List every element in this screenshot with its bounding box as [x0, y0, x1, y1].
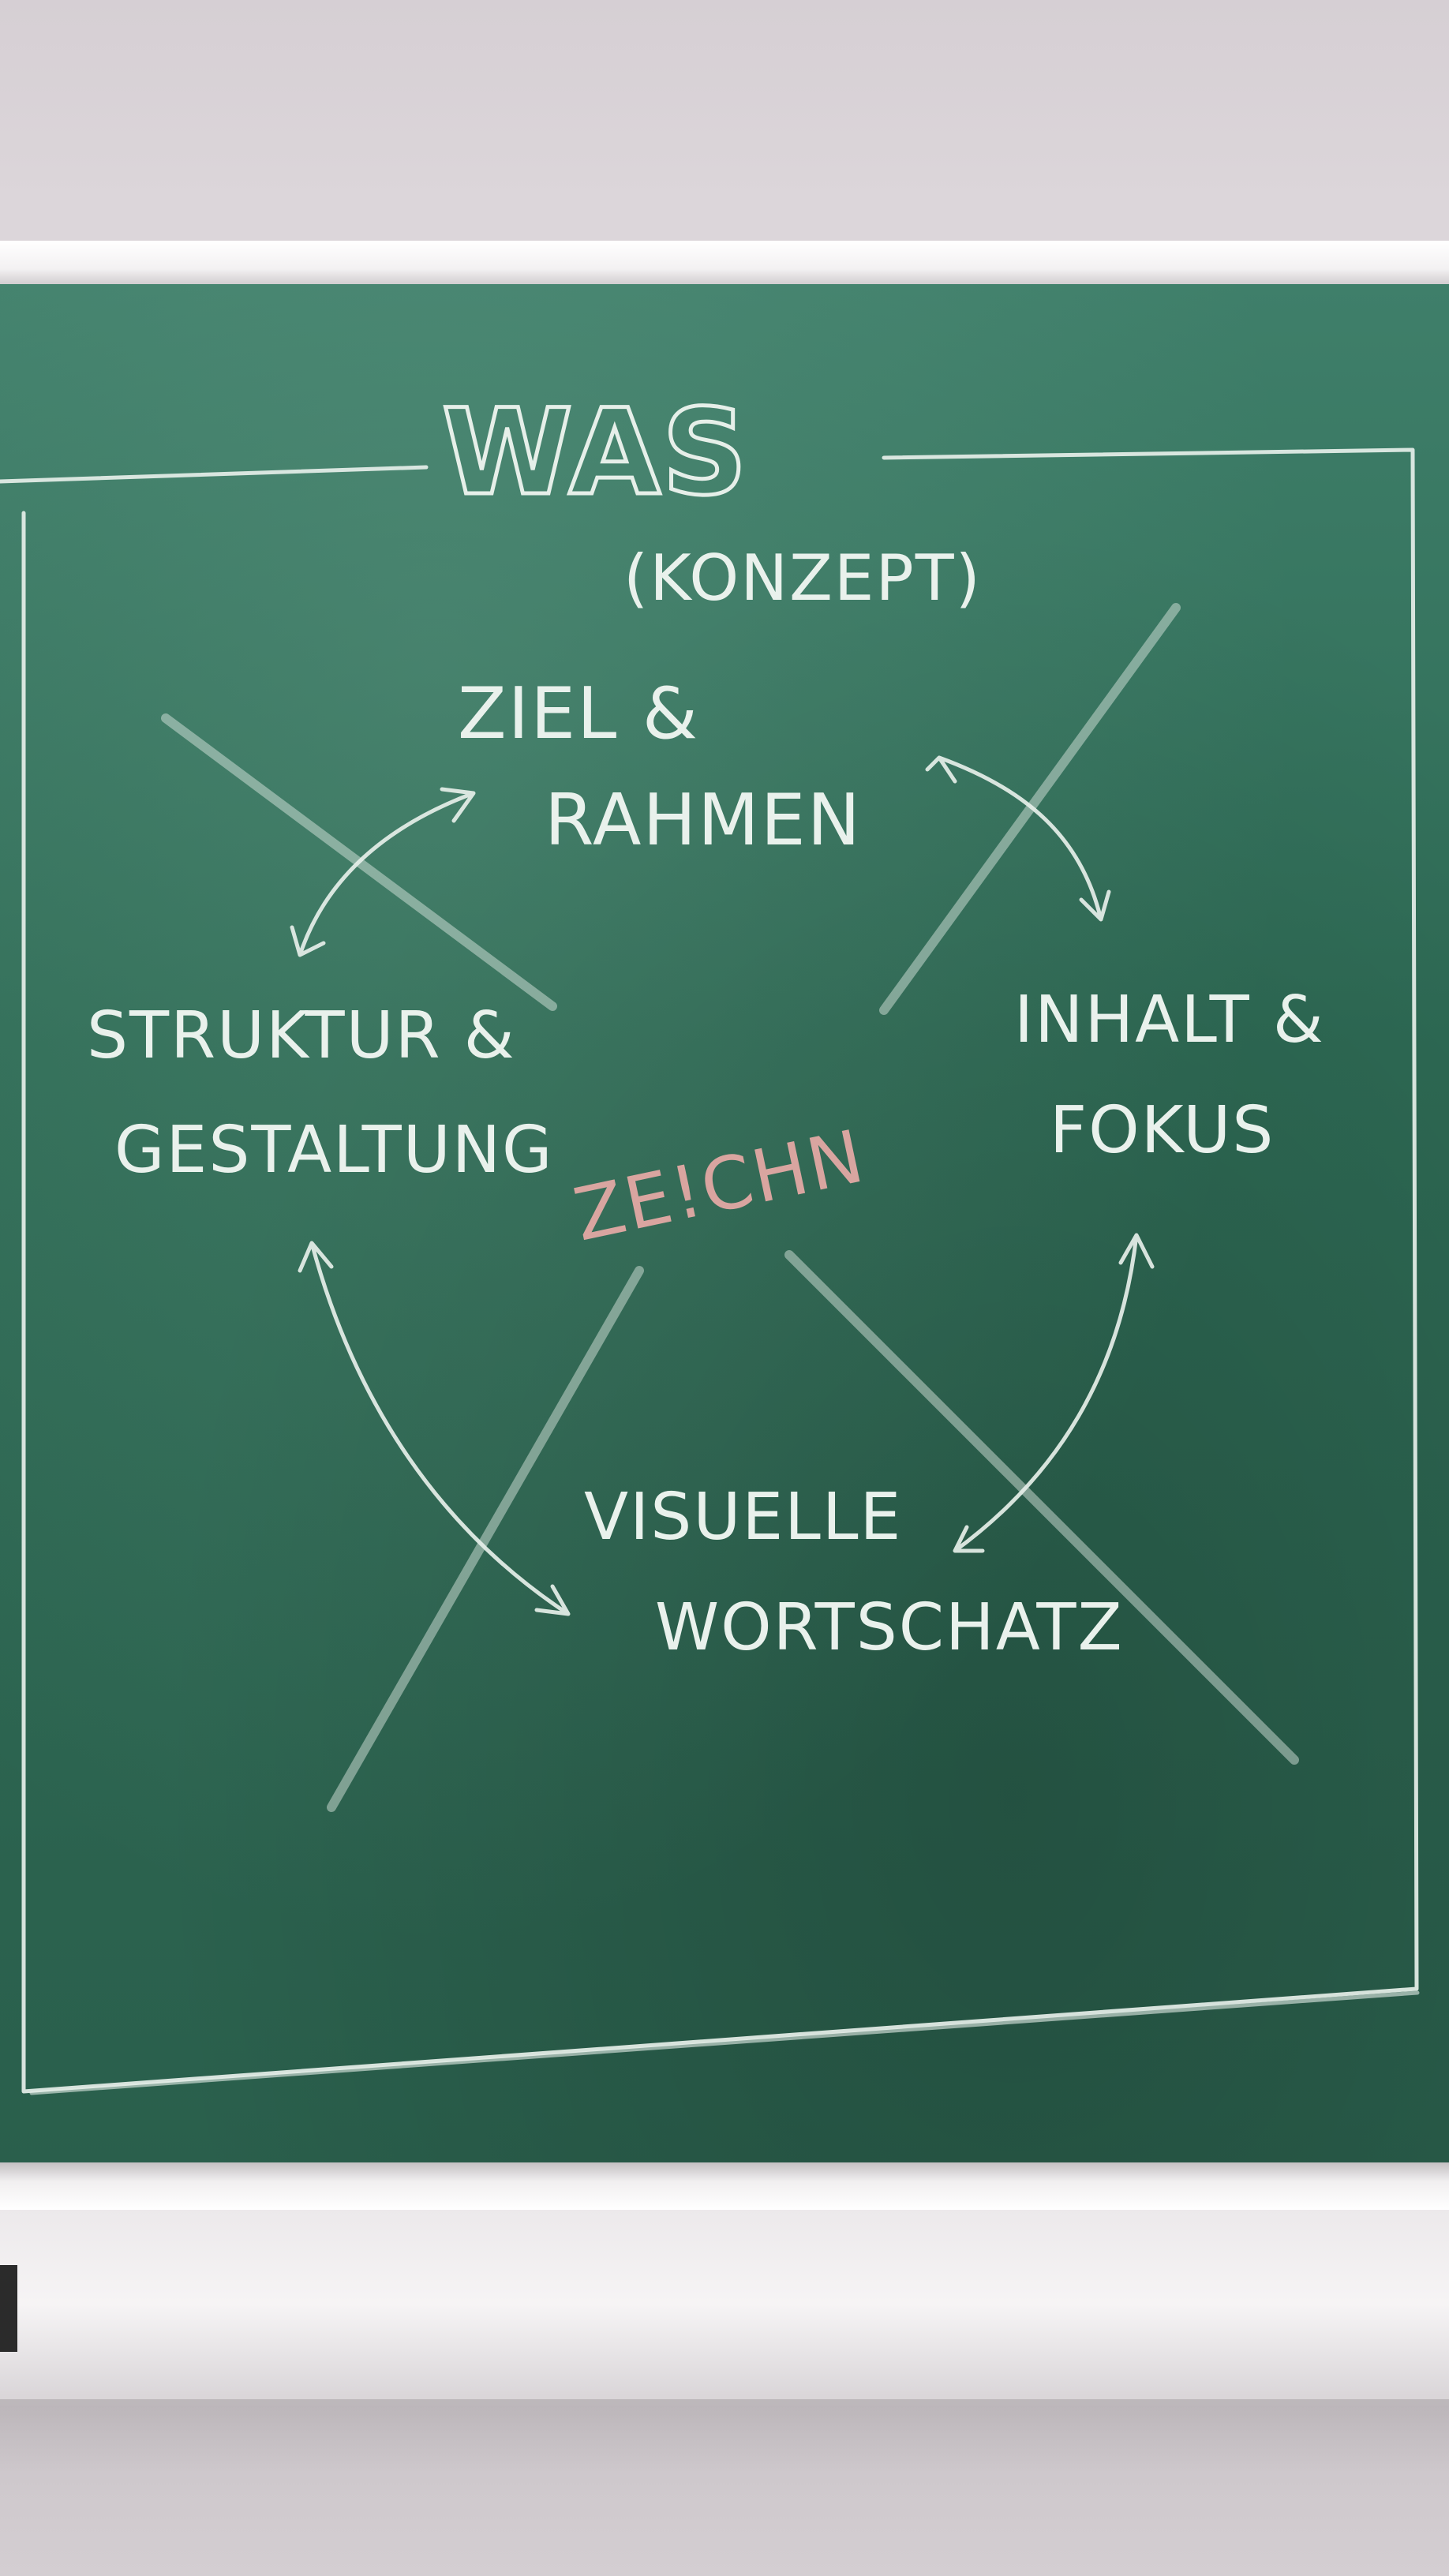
- board-bottom-frame: [0, 2162, 1449, 2210]
- board-top-frame: [0, 241, 1449, 288]
- chalk-tray: [0, 2210, 1449, 2406]
- cross-stroke-bottom-left: [327, 1266, 644, 1812]
- top-node-line2: RAHMEN: [545, 779, 862, 862]
- floor-shadow: [0, 2406, 1449, 2576]
- right-node-line1: INHALT &: [1014, 983, 1325, 1058]
- chalkboard: [0, 284, 1449, 2178]
- left-node-line2: GESTALTUNG: [114, 1113, 554, 1188]
- center-text: ZE!CHN: [567, 1114, 871, 1257]
- left-node-line1: STRUKTUR &: [87, 998, 516, 1073]
- frame-line-bottom: [29, 1990, 1420, 2095]
- arrow-top-right: [925, 755, 1111, 922]
- tray-bracket: [0, 2265, 17, 2352]
- subtitle-text: (KONZEPT): [623, 541, 982, 615]
- arrow-bottom-left: [298, 1241, 571, 1616]
- frame-line: [0, 447, 1419, 2094]
- cross-stroke-top-right: [879, 603, 1181, 1015]
- arrow-bottom-right: [953, 1233, 1155, 1553]
- top-node-line1: ZIEL &: [458, 672, 699, 755]
- cross-stroke-bottom-right: [784, 1250, 1299, 1765]
- bottom-node-line2: WORTSCHATZ: [655, 1590, 1124, 1665]
- bottom-node-line1: VISUELLE: [584, 1480, 902, 1555]
- arrow-top-left: [290, 787, 476, 957]
- right-node-line2: FOKUS: [1050, 1093, 1275, 1168]
- title-text: WAS: [442, 384, 749, 522]
